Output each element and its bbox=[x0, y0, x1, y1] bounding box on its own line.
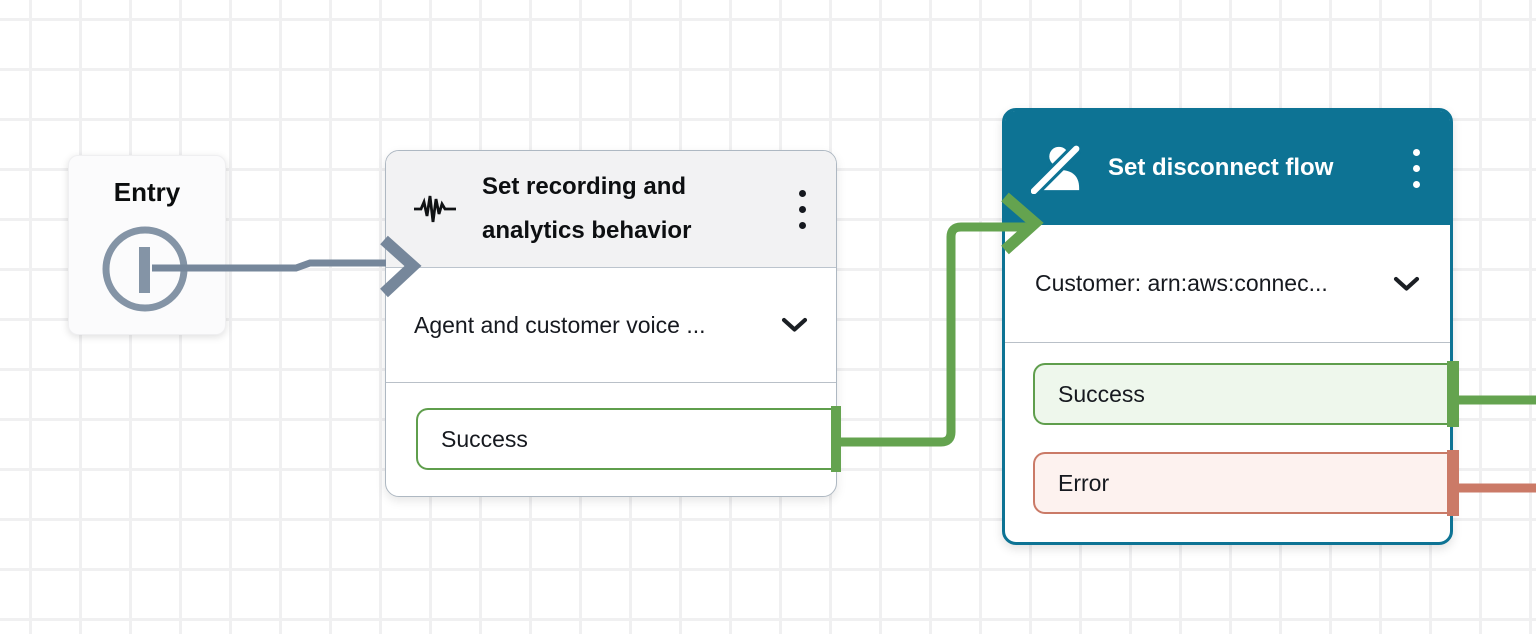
disconnect-error-label: Error bbox=[1058, 469, 1110, 496]
recording-success-port[interactable] bbox=[831, 406, 841, 472]
disconnect-option-dropdown[interactable]: Customer: arn:aws:connec... bbox=[1005, 225, 1450, 343]
kebab-dot bbox=[1413, 164, 1420, 172]
set-disconnect-node[interactable]: Set disconnect flow Customer: arn:aws:co… bbox=[1002, 108, 1459, 545]
set-recording-menu-button[interactable] bbox=[795, 186, 810, 233]
disconnect-success-port[interactable] bbox=[1447, 361, 1459, 427]
set-disconnect-menu-button[interactable] bbox=[1409, 145, 1424, 192]
set-recording-title: Set recording and analytics behavior bbox=[482, 173, 692, 244]
recording-success-output[interactable]: Success bbox=[416, 408, 832, 470]
set-disconnect-title: Set disconnect flow bbox=[1108, 154, 1334, 181]
disconnect-outputs-area: Success Error bbox=[1005, 343, 1459, 542]
set-disconnect-header: Set disconnect flow bbox=[1005, 111, 1450, 225]
disconnect-option-label: Customer: arn:aws:connec... bbox=[1035, 270, 1328, 296]
recording-outputs-area: Success bbox=[386, 383, 841, 495]
entry-point-icon bbox=[102, 226, 188, 312]
recording-success-label: Success bbox=[441, 425, 528, 452]
waveform-icon bbox=[414, 195, 456, 223]
recording-success-connector[interactable] bbox=[839, 222, 1026, 447]
chevron-down-icon bbox=[781, 317, 808, 332]
disconnect-success-output[interactable]: Success bbox=[1033, 363, 1450, 425]
kebab-dot bbox=[1413, 180, 1420, 188]
disconnect-error-output[interactable]: Error bbox=[1033, 452, 1450, 514]
recording-option-dropdown[interactable]: Agent and customer voice ... bbox=[386, 268, 836, 383]
kebab-dot bbox=[799, 189, 806, 197]
recording-option-label: Agent and customer voice ... bbox=[414, 311, 706, 338]
person-slash-icon bbox=[1031, 144, 1081, 194]
kebab-dot bbox=[799, 221, 806, 229]
set-recording-header: Set recording and analytics behavior bbox=[386, 151, 836, 268]
disconnect-error-port[interactable] bbox=[1447, 450, 1459, 516]
chevron-down-icon bbox=[1393, 276, 1420, 291]
set-recording-node[interactable]: Set recording and analytics behavior Age… bbox=[385, 150, 841, 497]
kebab-dot bbox=[799, 205, 806, 213]
disconnect-success-label: Success bbox=[1058, 380, 1145, 407]
entry-node[interactable]: Entry bbox=[68, 155, 226, 335]
kebab-dot bbox=[1413, 148, 1420, 156]
entry-node-title: Entry bbox=[113, 177, 181, 207]
